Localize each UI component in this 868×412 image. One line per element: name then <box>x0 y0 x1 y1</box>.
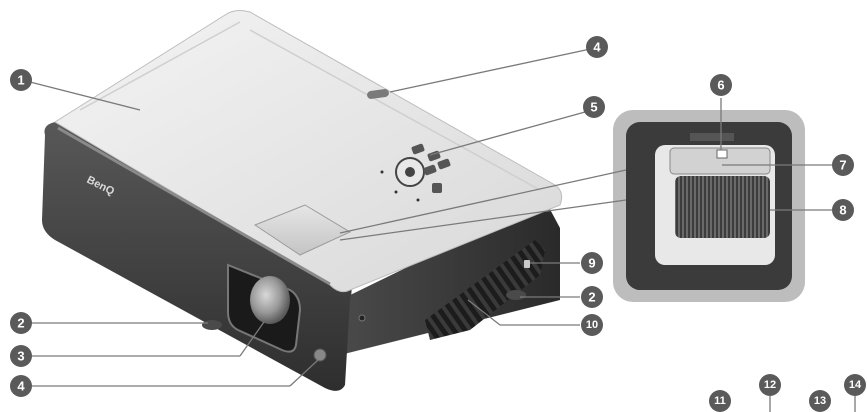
status-led <box>394 190 398 194</box>
callout-label: 3 <box>17 349 24 364</box>
control-button <box>432 183 442 193</box>
callout-4: 4 <box>586 36 608 58</box>
callout-9: 9 <box>581 252 603 274</box>
callout-label: 14 <box>849 379 862 391</box>
callout-4: 4 <box>10 375 32 397</box>
control-ok-button <box>405 167 415 177</box>
callout-label: 1 <box>17 73 24 88</box>
callout-label: 11 <box>714 395 726 407</box>
callout-label: 6 <box>717 78 724 93</box>
callout-3: 3 <box>10 345 32 367</box>
projector-top-cover <box>54 10 563 293</box>
adjuster-foot-left <box>202 320 222 330</box>
callout-8: 8 <box>832 199 854 221</box>
callout-label: 2 <box>588 290 595 305</box>
control-button <box>423 164 437 176</box>
adjuster-foot-right <box>506 290 526 300</box>
callout-label: 8 <box>839 203 846 218</box>
callout-14: 14 <box>844 374 866 396</box>
callout-5: 5 <box>583 96 605 118</box>
callout-1: 1 <box>10 69 32 91</box>
side-vents <box>425 240 545 340</box>
top-cover-seam <box>79 21 541 191</box>
control-button <box>411 143 425 155</box>
kensington-lock <box>524 260 530 268</box>
front-trim <box>57 126 331 286</box>
callout-7: 7 <box>832 154 854 176</box>
projector-body: BenQ <box>42 10 563 391</box>
callout-12: 12 <box>759 374 781 396</box>
callout-2: 2 <box>581 286 603 308</box>
zoom-indicator <box>716 149 728 159</box>
callout-label: 2 <box>17 316 24 331</box>
callout-10: 10 <box>581 314 603 336</box>
callout-label: 9 <box>588 256 595 271</box>
lens-cover-panel <box>253 204 352 256</box>
control-button <box>437 158 451 170</box>
status-led <box>416 198 420 202</box>
callout-label: 4 <box>17 379 25 394</box>
projector-side-shell <box>340 200 560 355</box>
callout-label: 12 <box>764 379 776 391</box>
callout-6: 6 <box>710 74 732 96</box>
callout-label: 4 <box>593 40 601 55</box>
zoom-lever <box>669 147 771 175</box>
callout-2: 2 <box>10 312 32 334</box>
focus-ring-ribbed <box>675 176 770 238</box>
zoom-inset <box>613 110 805 302</box>
callout-leaders <box>29 47 856 412</box>
callout-13: 13 <box>809 390 831 412</box>
inset-connectors <box>339 169 627 241</box>
callout-label: 13 <box>814 395 826 407</box>
projection-lens <box>250 276 290 324</box>
callout-11: 11 <box>709 390 731 412</box>
control-panel <box>380 143 451 202</box>
callout-label: 7 <box>839 158 846 173</box>
front-ir-sensor <box>313 348 327 362</box>
focus-ring <box>690 133 734 141</box>
security-slot <box>358 314 366 322</box>
top-ir-sensor <box>367 89 389 99</box>
status-led <box>380 170 384 174</box>
callout-label: 10 <box>586 319 598 331</box>
callout-label: 5 <box>590 100 597 115</box>
